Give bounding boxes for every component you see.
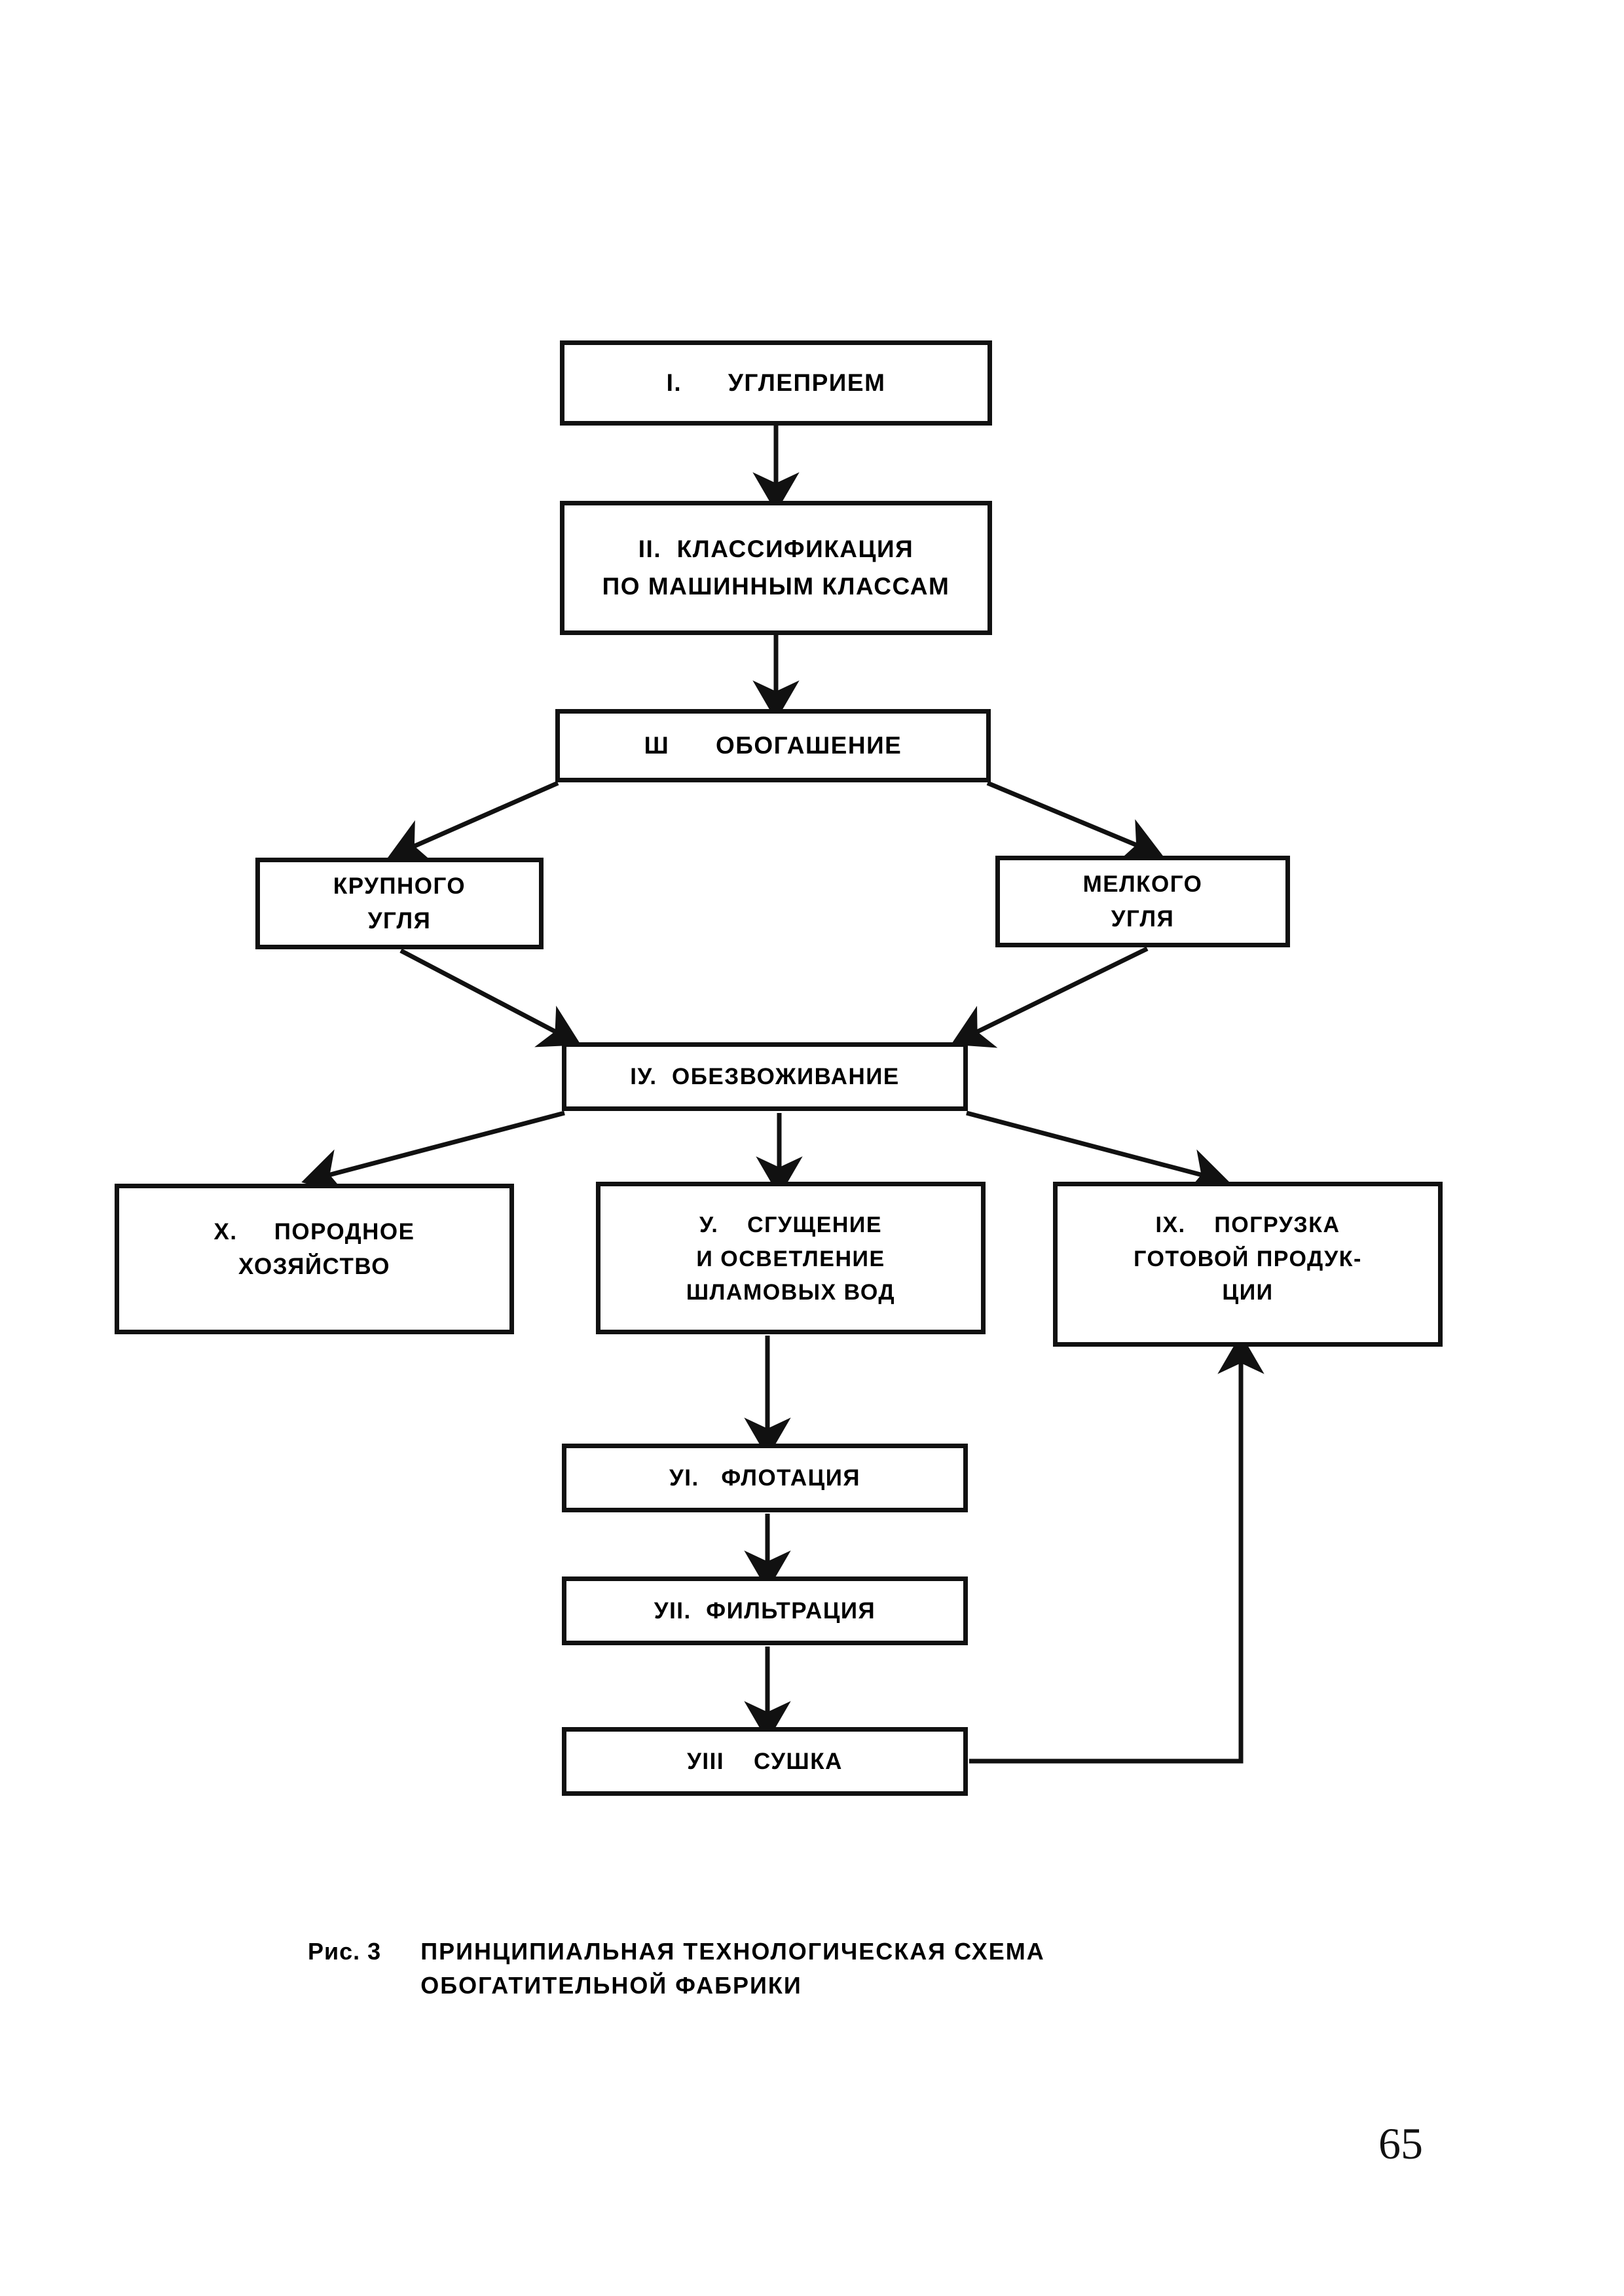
node-klassifikaciya-line-1: II. КЛАССИФИКАЦИЯ: [638, 536, 914, 563]
edge-krupnogo-to-obezvozhivanie: [399, 948, 581, 1048]
node-krupnogo-uglya-line-2: УГЛЯ: [367, 908, 432, 934]
node-pogruzka-line-1: IX. ПОГРУЗКА: [1155, 1212, 1340, 1237]
node-obezvozhivanie-line-1: IУ. ОБЕЗВОЖИВАНИЕ: [630, 1063, 900, 1089]
edge-obogashenie-to-krupnogo: [387, 780, 559, 864]
figure-title-line-1: ПРИНЦИПИАЛЬНАЯ ТЕХНОЛОГИЧЕСКАЯ СХЕМА: [420, 1938, 1045, 1965]
node-sgushenie-line-2: И ОСВЕТЛЕНИЕ: [696, 1246, 885, 1271]
node-sushka-line-1: УIII СУШКА: [687, 1748, 843, 1774]
node-porodnoe-line-2: ХОЗЯЙСТВО: [238, 1254, 390, 1280]
node-melkogo-uglya-line-2: УГЛЯ: [1111, 906, 1175, 932]
edge-obezvozhivanie-to-pogruzka: [966, 1110, 1230, 1195]
node-filtraciya: УII. ФИЛЬТРАЦИЯ: [562, 1576, 968, 1645]
node-pogruzka-line-2: ГОТОВОЙ ПРОДУК-: [1134, 1246, 1362, 1271]
node-flotaciya-line-1: УI. ФЛОТАЦИЯ: [669, 1465, 861, 1491]
edge-obezvozhivanie-to-porodnoe: [301, 1110, 565, 1195]
figure-title-line-2: ОБОГАТИТЕЛЬНОЙ ФАБРИКИ: [420, 1972, 802, 1999]
node-uglepriem: I. УГЛЕПРИЕМ: [560, 340, 992, 426]
edge-obogashenie-to-melkogo: [986, 780, 1164, 863]
figure-label: Рис. 3: [308, 1938, 382, 1965]
node-klassifikaciya: II. КЛАССИФИКАЦИЯ ПО МАШИННЫМ КЛАССАМ: [560, 501, 992, 635]
node-filtraciya-line-1: УII. ФИЛЬТРАЦИЯ: [654, 1597, 876, 1624]
node-melkogo-uglya: МЕЛКОГО УГЛЯ: [995, 856, 1290, 947]
node-obezvozhivanie: IУ. ОБЕЗВОЖИВАНИЕ: [562, 1042, 968, 1111]
edge-melkogo-to-obezvozhivanie: [951, 946, 1149, 1048]
figure-caption: Рис. 3 ПРИНЦИПИАЛЬНАЯ ТЕХНОЛОГИЧЕСКАЯ СХ…: [308, 1935, 1421, 2003]
figure-title: ПРИНЦИПИАЛЬНАЯ ТЕХНОЛОГИЧЕСКАЯ СХЕМА ОБО…: [420, 1935, 1045, 2003]
node-pogruzka-line-3: ЦИИ: [1222, 1280, 1274, 1305]
node-flotaciya: УI. ФЛОТАЦИЯ: [562, 1444, 968, 1512]
node-pogruzka: IX. ПОГРУЗКА ГОТОВОЙ ПРОДУК- ЦИИ: [1053, 1182, 1443, 1347]
node-porodnoe-hozyaystvo: X. ПОРОДНОЕ ХОЗЯЙСТВО: [115, 1184, 514, 1334]
node-porodnoe-line-1: X. ПОРОДНОЕ: [213, 1219, 415, 1245]
node-uglepriem-line-1: I. УГЛЕПРИЕМ: [666, 369, 886, 396]
node-krupnogo-uglya: КРУПНОГО УГЛЯ: [255, 858, 544, 949]
node-sgushenie: У. СГУЩЕНИЕ И ОСВЕТЛЕНИЕ ШЛАМОВЫХ ВОД: [596, 1182, 986, 1334]
node-sgushenie-line-1: У. СГУЩЕНИЕ: [699, 1212, 883, 1237]
node-krupnogo-uglya-line-1: КРУПНОГО: [333, 873, 466, 899]
node-klassifikaciya-line-2: ПО МАШИННЫМ КЛАССАМ: [602, 572, 950, 600]
node-melkogo-uglya-line-1: МЕЛКОГО: [1082, 871, 1203, 897]
page-number: 65: [1378, 2119, 1423, 2168]
node-sushka: УIII СУШКА: [562, 1727, 968, 1796]
node-sgushenie-line-3: ШЛАМОВЫХ ВОД: [686, 1280, 896, 1305]
node-obogashenie-line-1: Ш ОБОГАШЕНИЕ: [644, 731, 902, 759]
edge-sushka-to-pogruzka-feedback: [969, 1334, 1264, 1764]
node-obogashenie: Ш ОБОГАШЕНИЕ: [555, 709, 991, 782]
